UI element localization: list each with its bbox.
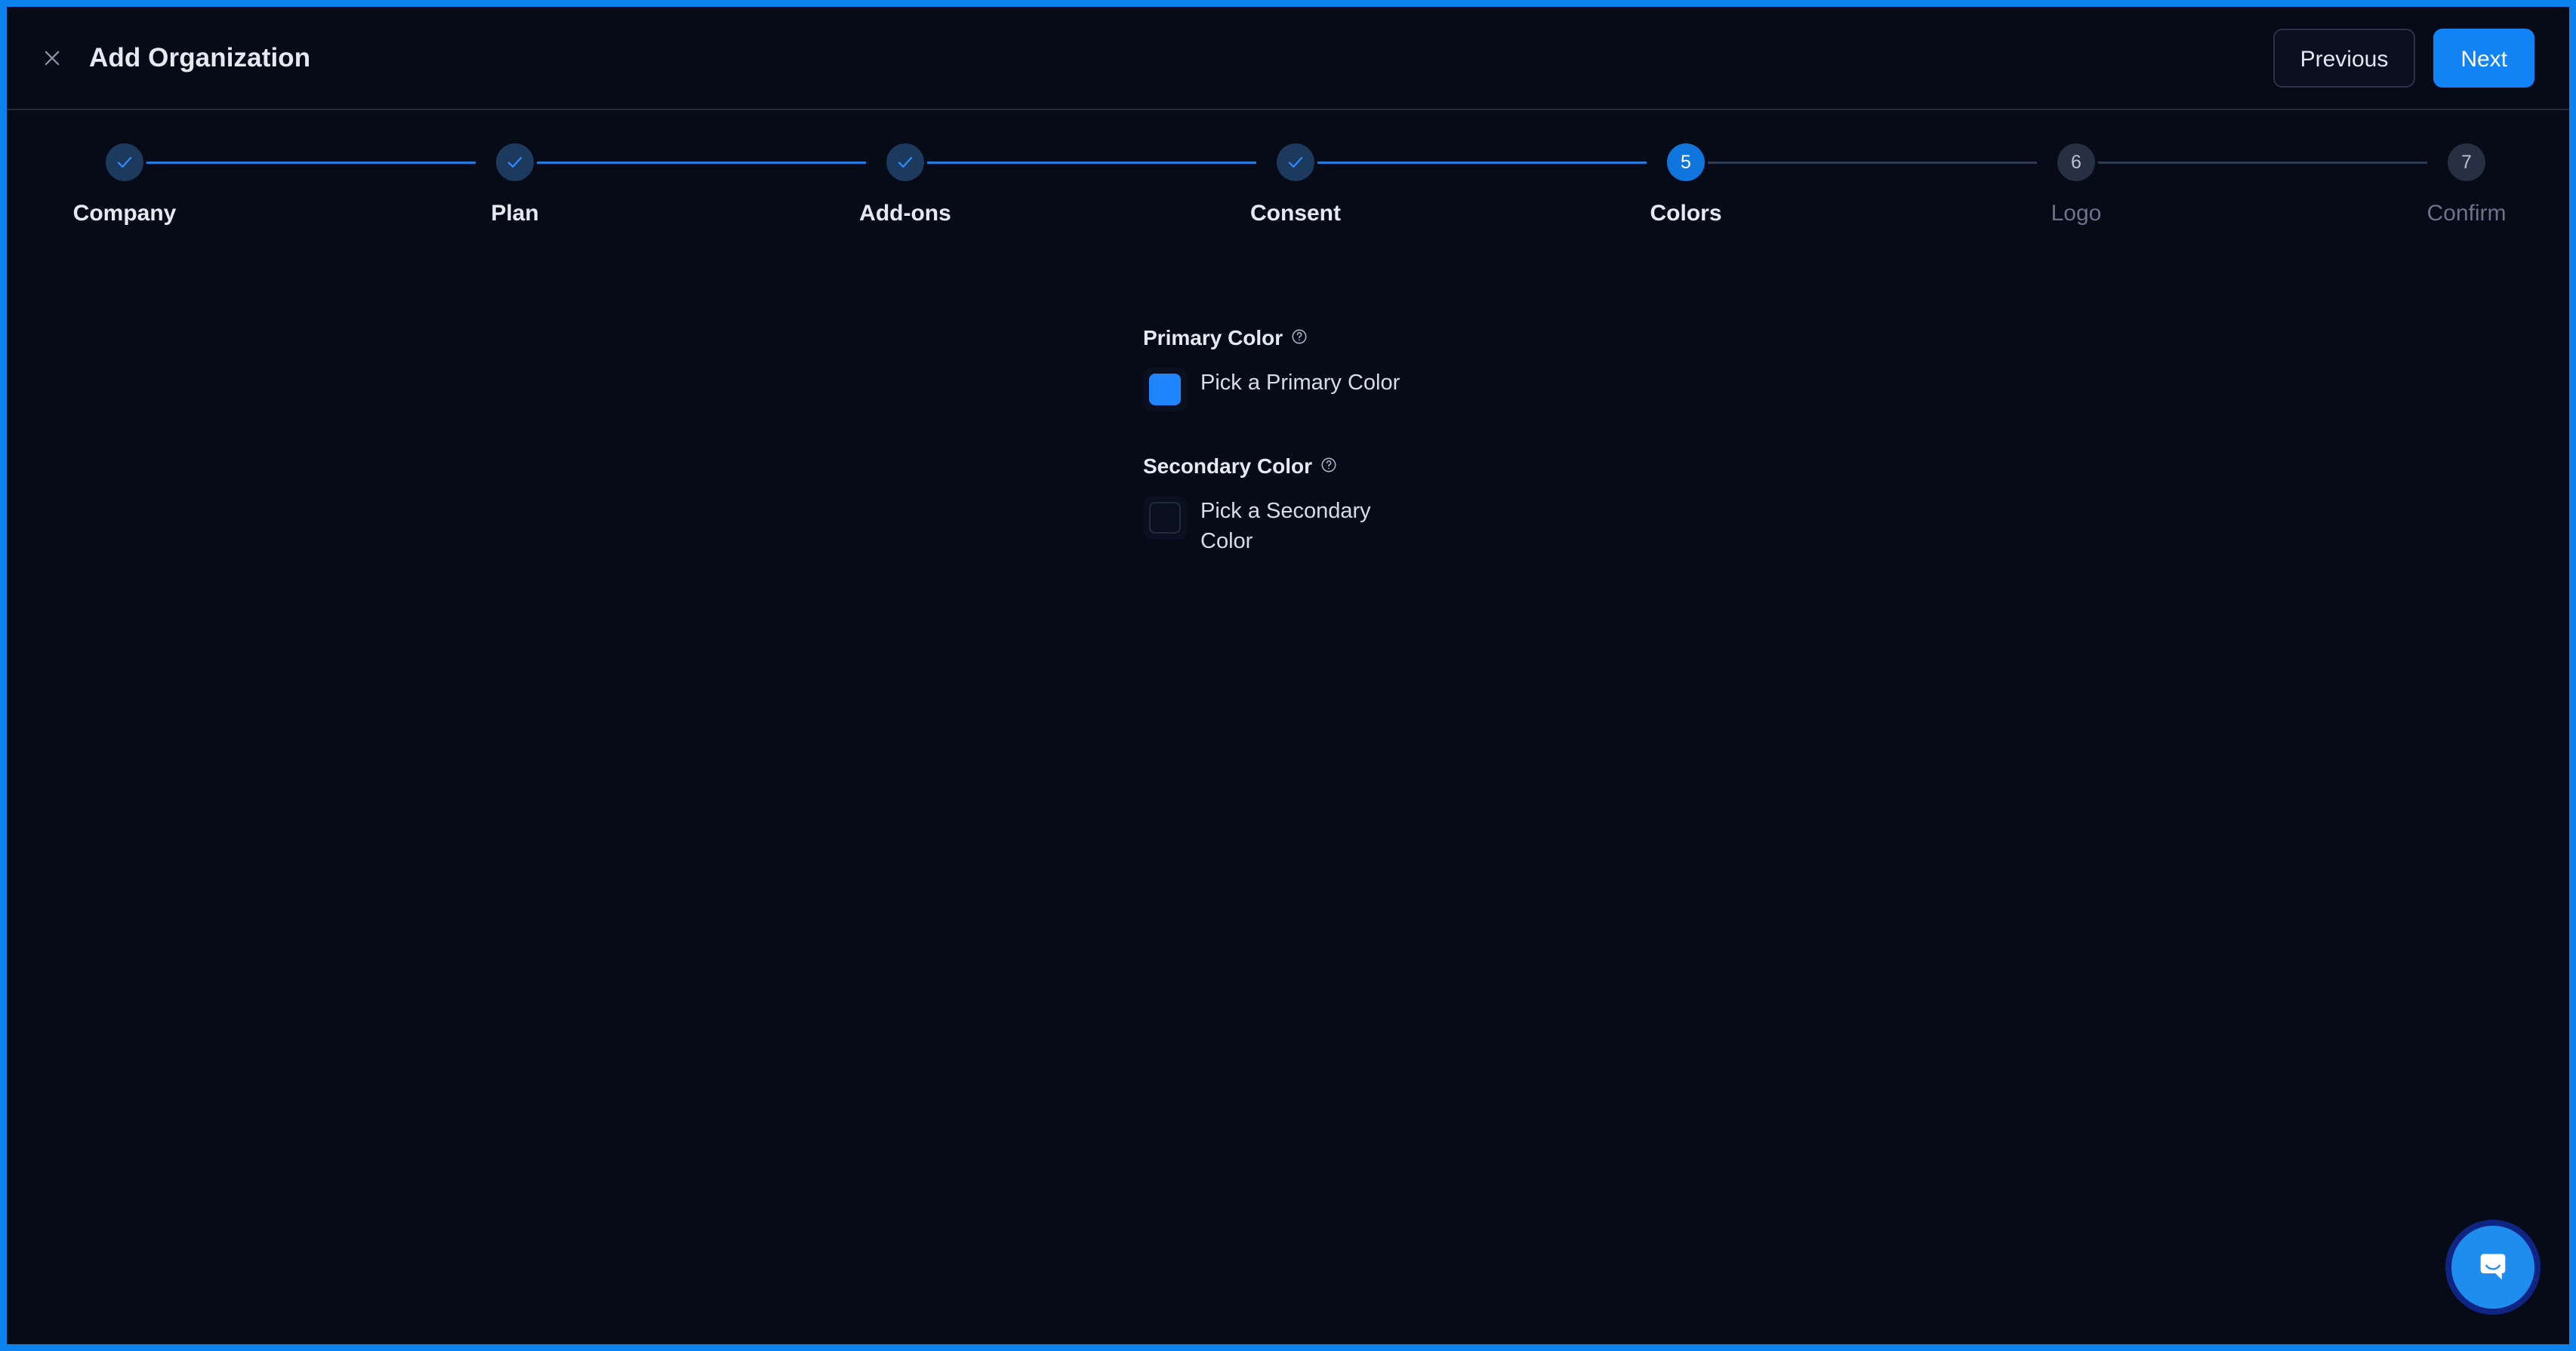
- chat-bubble-icon: [2472, 1246, 2514, 1288]
- secondary-color-swatch[interactable]: [1143, 496, 1187, 540]
- secondary-color-swatch-fill: [1149, 502, 1181, 534]
- check-icon: [115, 152, 134, 172]
- wizard-stepper: Company Plan Add-ons: [7, 110, 2569, 265]
- step-label-7: Confirm: [2427, 201, 2507, 226]
- step-label-5: Colors: [1650, 201, 1722, 226]
- primary-color-swatch-fill: [1149, 374, 1181, 405]
- secondary-color-label-row: Secondary Color: [1143, 454, 1717, 479]
- secondary-color-picker-row[interactable]: Pick a Secondary Color: [1143, 496, 1717, 556]
- help-circle-icon[interactable]: [1320, 454, 1337, 479]
- check-icon: [1286, 152, 1305, 172]
- wizard-content: Primary Color Pick a Primary Color Seco: [7, 265, 2569, 1344]
- next-button[interactable]: Next: [2433, 28, 2534, 88]
- check-icon: [895, 152, 915, 172]
- primary-color-picker-row[interactable]: Pick a Primary Color: [1143, 368, 1717, 411]
- primary-color-label-row: Primary Color: [1143, 326, 1717, 350]
- secondary-color-label: Secondary Color: [1143, 454, 1313, 478]
- step-label-3: Add-ons: [859, 201, 951, 226]
- step-circle-2[interactable]: [496, 143, 534, 181]
- step-connector-3-4: [927, 162, 1256, 164]
- help-circle-icon[interactable]: [1291, 326, 1308, 350]
- step-connector-2-3: [537, 162, 866, 164]
- step-connector-4-5: [1317, 162, 1647, 164]
- modal-header: Add Organization Previous Next: [7, 7, 2569, 110]
- intercom-launcher-button[interactable]: [2451, 1226, 2534, 1309]
- header-actions: Previous Next: [2272, 28, 2534, 88]
- check-icon: [505, 152, 525, 172]
- primary-color-picker-label[interactable]: Pick a Primary Color: [1200, 371, 1400, 395]
- step-circle-5[interactable]: 5: [1667, 143, 1705, 181]
- colors-form: Primary Color Pick a Primary Color Seco: [1143, 326, 1717, 556]
- step-label-2: Plan: [491, 201, 539, 226]
- previous-button[interactable]: Previous: [2272, 28, 2416, 88]
- primary-color-swatch[interactable]: [1143, 368, 1187, 411]
- step-connector-6-7: [2098, 162, 2427, 164]
- step-label-4: Consent: [1250, 201, 1341, 226]
- step-label-1: Company: [72, 201, 177, 226]
- step-connector-1-2: [146, 162, 476, 164]
- page-title: Add Organization: [89, 42, 311, 72]
- step-connector-5-6: [1708, 162, 2037, 164]
- close-icon[interactable]: [37, 43, 67, 73]
- secondary-color-picker-label[interactable]: Pick a Secondary Color: [1200, 499, 1371, 554]
- step-circle-1[interactable]: [106, 143, 143, 181]
- step-circle-4[interactable]: [1277, 143, 1314, 181]
- step-circle-3[interactable]: [886, 143, 924, 181]
- step-circle-6[interactable]: 6: [2057, 143, 2095, 181]
- step-circle-7[interactable]: 7: [2448, 143, 2485, 181]
- step-label-6: Logo: [2051, 201, 2102, 226]
- primary-color-label: Primary Color: [1143, 326, 1283, 349]
